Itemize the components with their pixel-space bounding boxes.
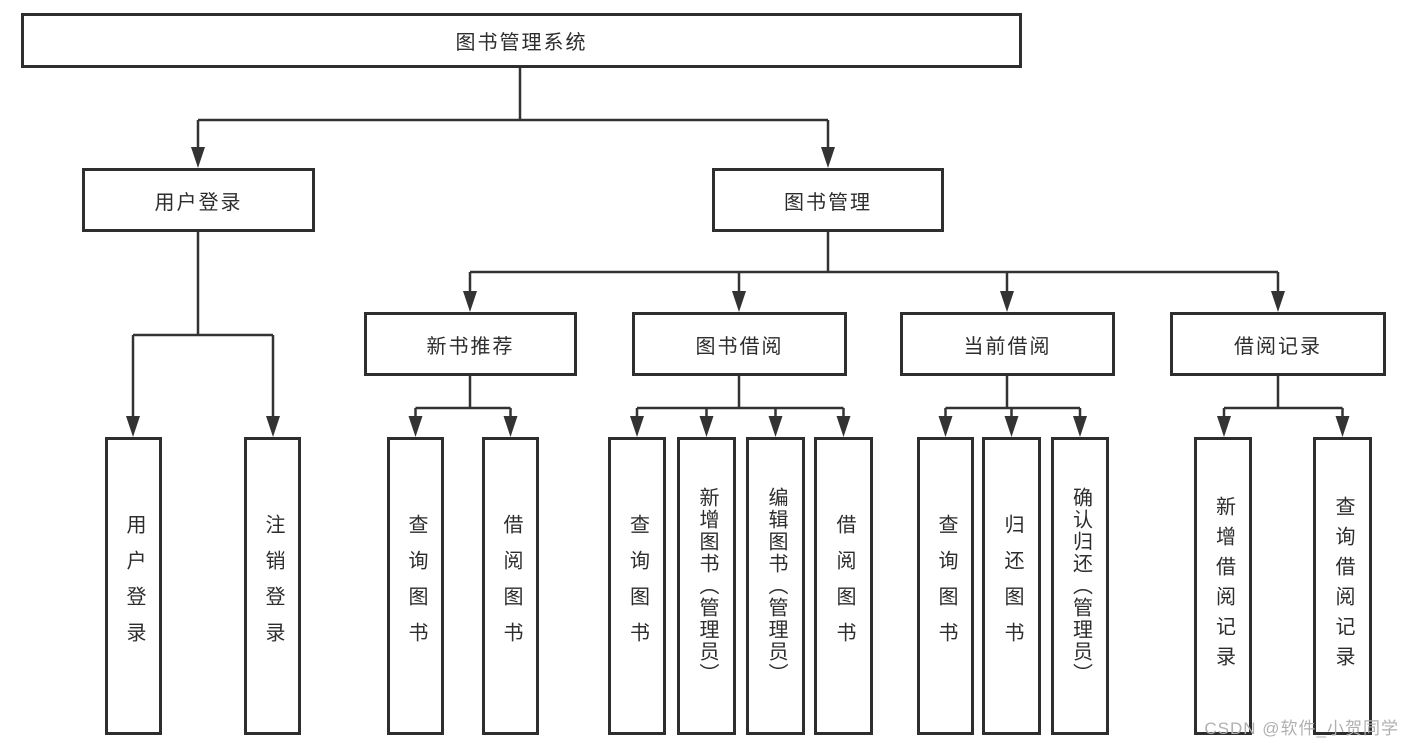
leaf-user-login-label: 用户登录	[123, 514, 145, 658]
node-book-management-label: 图书管理	[784, 191, 872, 214]
leaf-record-query-label: 查询借阅记录	[1332, 496, 1354, 676]
node-book-borrow: 图书借阅	[632, 312, 847, 376]
node-user-login-label: 用户登录	[154, 191, 243, 214]
leaf-user-login: 用户登录	[105, 437, 162, 735]
leaf-return-book: 归还图书	[982, 437, 1041, 735]
connector-newbook-leaves	[414, 376, 512, 424]
node-book-borrow-label: 图书借阅	[695, 335, 784, 358]
csdn-watermark: CSDN @软件_小贺同学	[1204, 719, 1399, 738]
leaf-current-query: 查询图书	[917, 437, 974, 735]
leaf-return-book-label: 归还图书	[1001, 514, 1023, 658]
leaf-current-query-label: 查询图书	[935, 514, 957, 658]
connector-root-level2	[196, 68, 830, 153]
arrowheads	[126, 147, 1350, 437]
node-borrow-record-label: 借阅记录	[1234, 335, 1322, 358]
node-new-book-recommend: 新书推荐	[364, 312, 577, 376]
node-user-login: 用户登录	[82, 168, 315, 232]
leaf-newbook-query-label: 查询图书	[405, 514, 427, 658]
node-current-borrow-label: 当前借阅	[963, 335, 1052, 358]
leaf-borrow-query: 查询图书	[608, 437, 666, 735]
leaf-newbook-query: 查询图书	[387, 437, 444, 735]
node-root: 图书管理系统	[21, 13, 1022, 68]
leaf-borrow-book-label: 借阅图书	[833, 514, 855, 658]
leaf-logout: 注销登录	[244, 437, 301, 735]
leaf-borrow-edit-admin-label: 编辑图书（管理员）	[765, 487, 787, 685]
leaf-borrow-add-admin-label: 新增图书（管理员）	[696, 487, 718, 685]
leaf-borrow-add-admin: 新增图书（管理员）	[677, 437, 736, 735]
leaf-confirm-return-admin-label: 确认归还（管理员）	[1069, 487, 1092, 685]
connector-bookborrow-leaves	[635, 376, 845, 424]
node-borrow-record: 借阅记录	[1170, 312, 1386, 376]
node-new-book-recommend-label: 新书推荐	[426, 335, 515, 358]
leaf-newbook-borrow: 借阅图书	[482, 437, 539, 735]
connector-userlogin-leaves	[131, 232, 275, 422]
leaf-borrow-book: 借阅图书	[814, 437, 873, 735]
leaf-record-add: 新增借阅记录	[1194, 437, 1252, 735]
node-book-management: 图书管理	[712, 168, 944, 232]
leaf-confirm-return-admin: 确认归还（管理员）	[1051, 437, 1109, 735]
leaf-borrow-edit-admin: 编辑图书（管理员）	[746, 437, 805, 735]
node-root-label: 图书管理系统	[455, 32, 588, 54]
node-current-borrow: 当前借阅	[900, 312, 1115, 376]
leaf-logout-label: 注销登录	[262, 514, 284, 658]
leaf-borrow-query-label: 查询图书	[626, 514, 649, 658]
leaf-record-query: 查询借阅记录	[1313, 437, 1372, 735]
leaf-newbook-borrow-label: 借阅图书	[500, 514, 522, 658]
connector-borrowrecord-leaves	[1222, 376, 1344, 424]
connector-bookmgmt-level3	[468, 232, 1280, 298]
leaf-record-add-label: 新增借阅记录	[1212, 496, 1235, 676]
